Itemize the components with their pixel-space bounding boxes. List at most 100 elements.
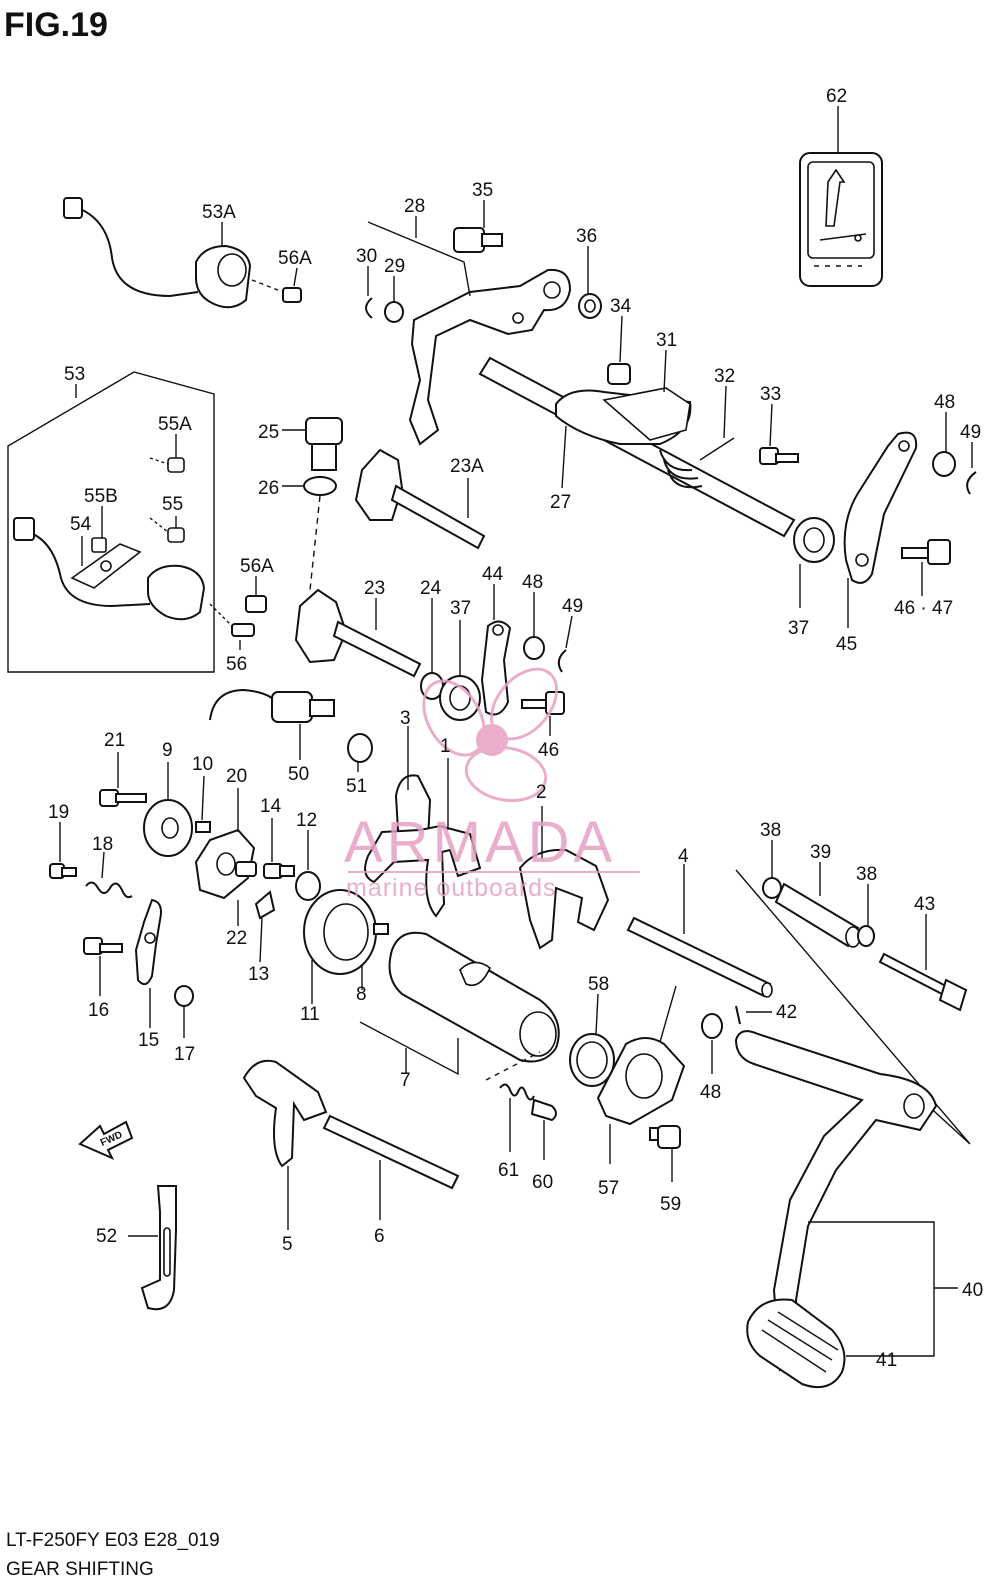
part-37-seal-left	[439, 675, 481, 721]
part-57-cover	[596, 985, 686, 1126]
watermark-propeller-icon	[422, 667, 559, 803]
callout-27: 27	[550, 492, 571, 513]
part-1-shift-fork	[364, 824, 482, 918]
callout-49-middle: 49	[562, 596, 583, 617]
callout-24: 24	[420, 578, 442, 599]
callout-16: 16	[88, 1000, 109, 1021]
part-32-spring	[659, 437, 735, 489]
callout-50: 50	[288, 764, 309, 785]
part-48-washer-right	[932, 451, 956, 477]
part-46-bolt-middle	[521, 691, 565, 715]
callout-11: 11	[300, 1004, 320, 1025]
callout-55A: 55A	[158, 414, 192, 435]
part-61-spring	[499, 1083, 535, 1101]
callout-17: 17	[174, 1044, 195, 1065]
watermark-brand: ARMADA	[344, 810, 616, 875]
part-10-pin	[195, 821, 211, 833]
part-56-screw	[209, 595, 267, 637]
callout-3: 3	[400, 708, 411, 729]
callout-22: 22	[226, 928, 247, 949]
callout-1: 1	[440, 736, 451, 757]
callout-57: 57	[598, 1178, 619, 1199]
callout-30: 30	[356, 246, 377, 267]
callout-39: 39	[810, 842, 831, 863]
callout-38-b: 38	[856, 864, 877, 885]
part-58-gasket	[569, 1033, 615, 1087]
callout-25: 25	[258, 422, 279, 443]
part-9-stopper-plate	[143, 799, 193, 857]
part-49-circlip-middle	[557, 649, 567, 673]
callout-44: 44	[482, 564, 504, 585]
part-23A-shift-cam-driven	[354, 448, 486, 550]
part-34-nut	[607, 363, 631, 385]
part-35-bolt	[453, 227, 503, 253]
callout-labels: 1 2 3 4 5 6 7 8 9 10 11 12 13 14 15 16 1…	[48, 86, 983, 1371]
part-40-gearshift-pedal	[734, 1030, 938, 1372]
part-26-o-ring	[303, 476, 337, 496]
watermark: ARMADA marine outboards	[344, 667, 640, 902]
part-56A-bolt-top	[251, 279, 302, 303]
callout-4: 4	[678, 846, 689, 867]
callout-7: 7	[400, 1070, 411, 1091]
callout-6: 6	[374, 1226, 385, 1247]
part-13-plate	[254, 890, 276, 920]
callout-55B: 55B	[84, 486, 118, 507]
part-53A-gear-position-sensor	[63, 197, 252, 309]
callout-20: 20	[226, 766, 247, 787]
part-39-pivot-shaft	[774, 882, 861, 948]
part-50-neutral-switch	[209, 688, 335, 723]
callout-38-a: 38	[760, 820, 781, 841]
fwd-direction-arrow: FWD	[78, 1120, 134, 1161]
part-60-detent-pin	[530, 1098, 557, 1122]
part-49-circlip-right	[966, 471, 977, 495]
part-44-shift-lever	[480, 620, 512, 716]
part-52-bracket	[140, 1185, 177, 1311]
callout-8: 8	[356, 984, 367, 1005]
callout-56: 56	[226, 654, 247, 675]
callout-34: 34	[610, 296, 632, 317]
callout-40: 40	[962, 1280, 983, 1301]
callout-52: 52	[96, 1226, 117, 1247]
part-59-bolt	[649, 1125, 681, 1149]
callout-32: 32	[714, 366, 735, 387]
callout-18: 18	[92, 834, 113, 855]
callout-49-right: 49	[960, 422, 981, 443]
part-25-plug	[305, 417, 343, 471]
part-14-bolt	[263, 863, 295, 879]
callout-37-left: 37	[450, 598, 471, 619]
callout-51: 51	[346, 776, 367, 797]
part-19-bolt	[49, 863, 77, 879]
part-46-47-bolt	[901, 539, 951, 565]
part-48-washer-lower	[701, 1013, 723, 1039]
part-45-gearshift-lever	[843, 431, 918, 584]
callout-37-right: 37	[788, 618, 809, 639]
part-6-shift-fork-shaft	[322, 1114, 460, 1190]
callout-13: 13	[248, 964, 269, 985]
part-41-pedal-rubber	[746, 1298, 846, 1388]
callout-41: 41	[876, 1350, 897, 1371]
callout-48-middle: 48	[522, 572, 543, 593]
watermark-tagline: marine outboards	[346, 874, 557, 902]
callout-45: 45	[836, 634, 857, 655]
callout-5: 5	[282, 1234, 293, 1255]
part-33-bolt	[759, 447, 799, 465]
part-11-bearing	[303, 889, 377, 975]
callout-28: 28	[404, 196, 425, 217]
callout-29: 29	[384, 256, 405, 277]
part-38-o-ring-b	[857, 925, 875, 947]
callout-59: 59	[660, 1194, 681, 1215]
callout-10: 10	[192, 754, 213, 775]
callout-31: 31	[656, 330, 677, 351]
callout-15: 15	[138, 1030, 159, 1051]
part-27-shift-shaft	[478, 356, 796, 538]
callout-62: 62	[826, 86, 847, 107]
part-37-seal-right	[793, 517, 835, 563]
part-8-pin	[373, 923, 389, 935]
kit-53-outline	[7, 371, 215, 673]
callout-43: 43	[914, 894, 935, 915]
callout-42: 42	[776, 1002, 797, 1023]
callout-61: 61	[498, 1160, 519, 1181]
callout-58: 58	[588, 974, 609, 995]
callout-54: 54	[70, 514, 92, 535]
